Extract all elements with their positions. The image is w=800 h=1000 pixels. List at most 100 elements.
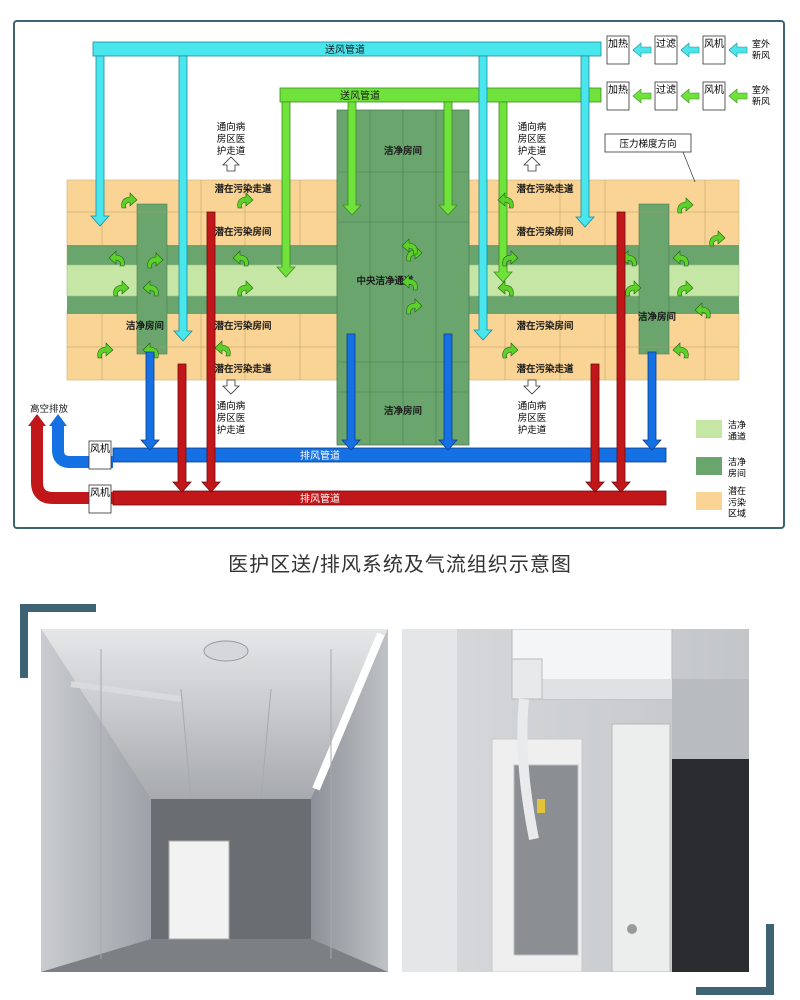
- legend-label-1: 洁净通道: [728, 419, 746, 442]
- fan-label-1: 风机: [704, 37, 724, 50]
- exhaust-arrows-red: [172, 211, 631, 493]
- corridor-label-bottom-left: 通向病房区医护走道: [217, 379, 246, 436]
- pressure-arrow-4: [147, 252, 164, 269]
- corridor-photo: [41, 629, 388, 972]
- pressure-arrow-2: [108, 250, 125, 267]
- corner-bracket-bottom-right-vertical: [766, 924, 774, 995]
- zone-label-clean-room-4: 洁净房间: [384, 405, 422, 417]
- filter-label-2: 过滤: [656, 83, 676, 96]
- pressure-arrow-14: [406, 298, 423, 315]
- supply-duct-cyan: 送风管道: [92, 41, 602, 57]
- pressure-arrow-17: [502, 250, 519, 267]
- zone-label-potential-corridor-4: 潜在污染走道: [516, 363, 574, 375]
- legend-label-2: 洁净房间: [728, 456, 746, 479]
- room-photo: [402, 629, 749, 972]
- heat-label-1: 加热: [608, 37, 628, 50]
- corner-bracket-bottom-right: [696, 987, 774, 995]
- exhaust-fan-label-2: 风机: [90, 486, 110, 499]
- exhaust-duct-blue: 排风管道: [112, 447, 667, 463]
- zone-labels: 潜在污染走道 潜在污染房间 洁净房间 潜在污染走道 潜在污染房间 中央洁净通道 …: [126, 145, 676, 417]
- pressure-arrow-5: [142, 280, 159, 297]
- zone-label-clean-room-3: 洁净房间: [638, 311, 676, 323]
- exhaust-arrows-blue: [140, 333, 662, 451]
- corridor-label-top-right: 通向病房区医护走道: [518, 121, 547, 172]
- supply-arrow-2: [173, 55, 193, 342]
- legend-swatch-clean-corridor: [696, 420, 722, 438]
- pressure-gradient-callout: 压力梯度方向: [604, 133, 696, 183]
- corridor-label-4: 通向病房区医护走道: [518, 400, 547, 436]
- airflow-diagram-svg: 送风管道 送风管道 加热: [28, 35, 770, 520]
- zone-label-potential-room-1: 潜在污染房间: [214, 226, 271, 238]
- pressure-arrow-15: [401, 238, 418, 255]
- exhaust-fan-red: 风机: [28, 414, 113, 514]
- pressure-gradient-label: 压力梯度方向: [619, 138, 676, 150]
- outdoor-air-label-1: 室外新风: [752, 38, 770, 61]
- pressure-arrow-11: [214, 340, 231, 357]
- high-exhaust-label: 高空排放: [30, 403, 69, 415]
- pressure-arrow-18: [497, 280, 514, 297]
- pressure-arrow-26: [709, 230, 726, 247]
- pressure-arrow-19: [502, 342, 519, 359]
- supply-arrow-3: [473, 55, 493, 341]
- exhaust-duct-label-red: 排风管道: [300, 492, 340, 505]
- filter-label-1: 过滤: [656, 37, 676, 50]
- supply-unit-2: 加热 过滤 风机 室外新风: [606, 81, 770, 111]
- corridor-label-top-left: 通向病房区医护走道: [217, 121, 246, 172]
- exhaust-fan-blue: 风机: [49, 414, 113, 470]
- exhaust-duct-red: 排风管道: [112, 490, 667, 506]
- legend-label-3: 潜在污染区域: [728, 485, 746, 520]
- pressure-arrow-16: [497, 192, 514, 209]
- pressure-arrow-10: [237, 280, 254, 297]
- corridor-label-bottom-right: 通向病房区医护走道: [518, 379, 547, 436]
- supply-arrow-4: [575, 55, 595, 228]
- fan-label-2: 风机: [704, 83, 724, 96]
- corner-bracket-top-left-vertical: [20, 604, 28, 678]
- supply-arrow-5: [276, 101, 296, 278]
- supply-arrow-8: [493, 101, 513, 283]
- supply-duct-green: 送风管道: [279, 87, 602, 103]
- supply-unit-1: 加热 过滤 风机 室外新风: [606, 35, 770, 65]
- zone-label-central-clean: 中央洁净通道: [356, 275, 414, 287]
- pressure-arrow-6: [97, 342, 114, 359]
- pressure-arrow-21: [625, 280, 642, 297]
- zone-label-clean-room-2: 洁净房间: [126, 320, 164, 332]
- pressure-arrow-27: [694, 302, 711, 319]
- exhaust-fan-label-1: 风机: [90, 442, 110, 455]
- corner-bracket-top-left: [20, 604, 96, 612]
- floor-plan: [66, 109, 740, 446]
- pressure-arrow-9: [232, 250, 249, 267]
- corridor-label-2: 通向病房区医护走道: [518, 121, 547, 157]
- legend-swatch-potential-zone: [696, 492, 722, 510]
- exhaust-duct-label-blue: 排风管道: [300, 449, 340, 462]
- supply-duct-label-top: 送风管道: [325, 43, 365, 56]
- pressure-arrow-24: [677, 280, 694, 297]
- supply-duct-label-middle: 送风管道: [340, 89, 380, 102]
- zone-label-potential-corridor-3: 潜在污染走道: [214, 363, 272, 375]
- pressure-arrow-13: [401, 274, 418, 291]
- pressure-arrow-25: [672, 342, 689, 359]
- supply-arrows: [90, 55, 595, 342]
- supply-arrow-6: [342, 101, 362, 216]
- heat-label-2: 加热: [608, 83, 628, 96]
- legend: 洁净通道 洁净房间 潜在污染区域: [696, 419, 746, 520]
- supply-arrow-7: [438, 101, 458, 216]
- zone-label-potential-room-4: 潜在污染房间: [516, 320, 573, 332]
- outdoor-air-label-2: 室外新风: [752, 84, 770, 107]
- pressure-arrows: [97, 192, 726, 359]
- zone-label-potential-room-3: 潜在污染房间: [214, 320, 271, 332]
- zone-label-potential-corridor-1: 潜在污染走道: [214, 183, 272, 195]
- airflow-diagram: 送风管道 送风管道 加热: [13, 20, 785, 529]
- pressure-arrow-8: [237, 192, 254, 209]
- supply-arrow-1: [90, 55, 110, 227]
- pressure-arrow-1: [121, 192, 138, 209]
- pressure-arrow-23: [672, 250, 689, 267]
- pressure-arrow-3: [113, 280, 130, 297]
- pressure-arrow-22: [677, 197, 694, 214]
- corridor-label-1: 通向病房区医护走道: [217, 121, 246, 157]
- zone-label-potential-room-2: 潜在污染房间: [516, 226, 573, 238]
- corridor-label-3: 通向病房区医护走道: [217, 400, 246, 436]
- zone-label-potential-corridor-2: 潜在污染走道: [516, 183, 574, 195]
- legend-swatch-clean-room: [696, 457, 722, 475]
- zone-label-clean-room-1: 洁净房间: [384, 145, 422, 157]
- figure-caption: 医护区送/排风系统及气流组织示意图: [228, 552, 572, 576]
